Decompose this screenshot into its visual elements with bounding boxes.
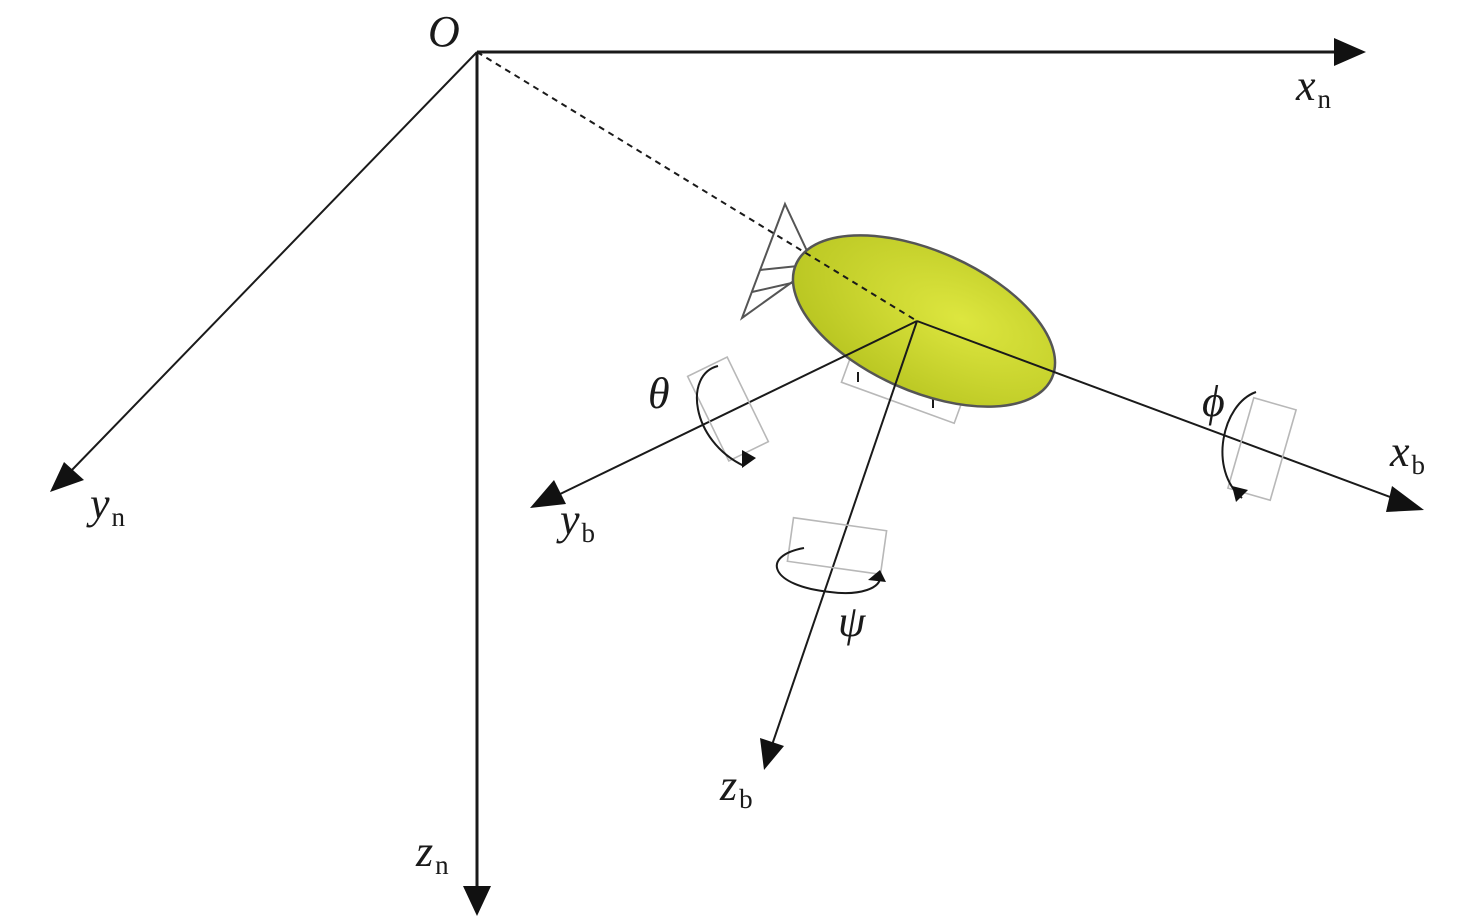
body-frame	[530, 320, 1424, 770]
xb-axis	[916, 320, 1399, 501]
zn-label: zn	[415, 827, 449, 880]
phi-label: ϕ	[1202, 377, 1225, 426]
airship-body	[739, 201, 1057, 425]
xb-arrowhead	[1386, 486, 1424, 512]
zn-arrowhead	[463, 886, 491, 916]
zb-axis	[771, 320, 918, 746]
zb-arrowhead	[760, 738, 784, 770]
yn-arrowhead	[50, 462, 84, 492]
xb-label: xb	[1389, 427, 1425, 480]
psi-rotation-indicator	[775, 516, 888, 594]
yn-label: yn	[86, 479, 126, 532]
yb-label: yb	[556, 495, 595, 548]
position-vector-line	[476, 51, 918, 322]
inertial-frame	[50, 38, 1366, 916]
phi-rotation-indicator	[1221, 391, 1298, 502]
zb-label: zb	[719, 761, 753, 814]
theta-label: θ	[648, 369, 670, 418]
yb-axis	[555, 320, 918, 497]
yb-arrowhead	[530, 480, 566, 508]
xn-label: xn	[1295, 61, 1332, 114]
theta-rotation-indicator	[686, 356, 770, 468]
xn-arrowhead	[1334, 38, 1366, 66]
yn-axis	[69, 51, 478, 473]
origin-label: O	[428, 7, 460, 56]
airship-hull	[791, 234, 1057, 408]
psi-label: ψ	[838, 597, 866, 646]
